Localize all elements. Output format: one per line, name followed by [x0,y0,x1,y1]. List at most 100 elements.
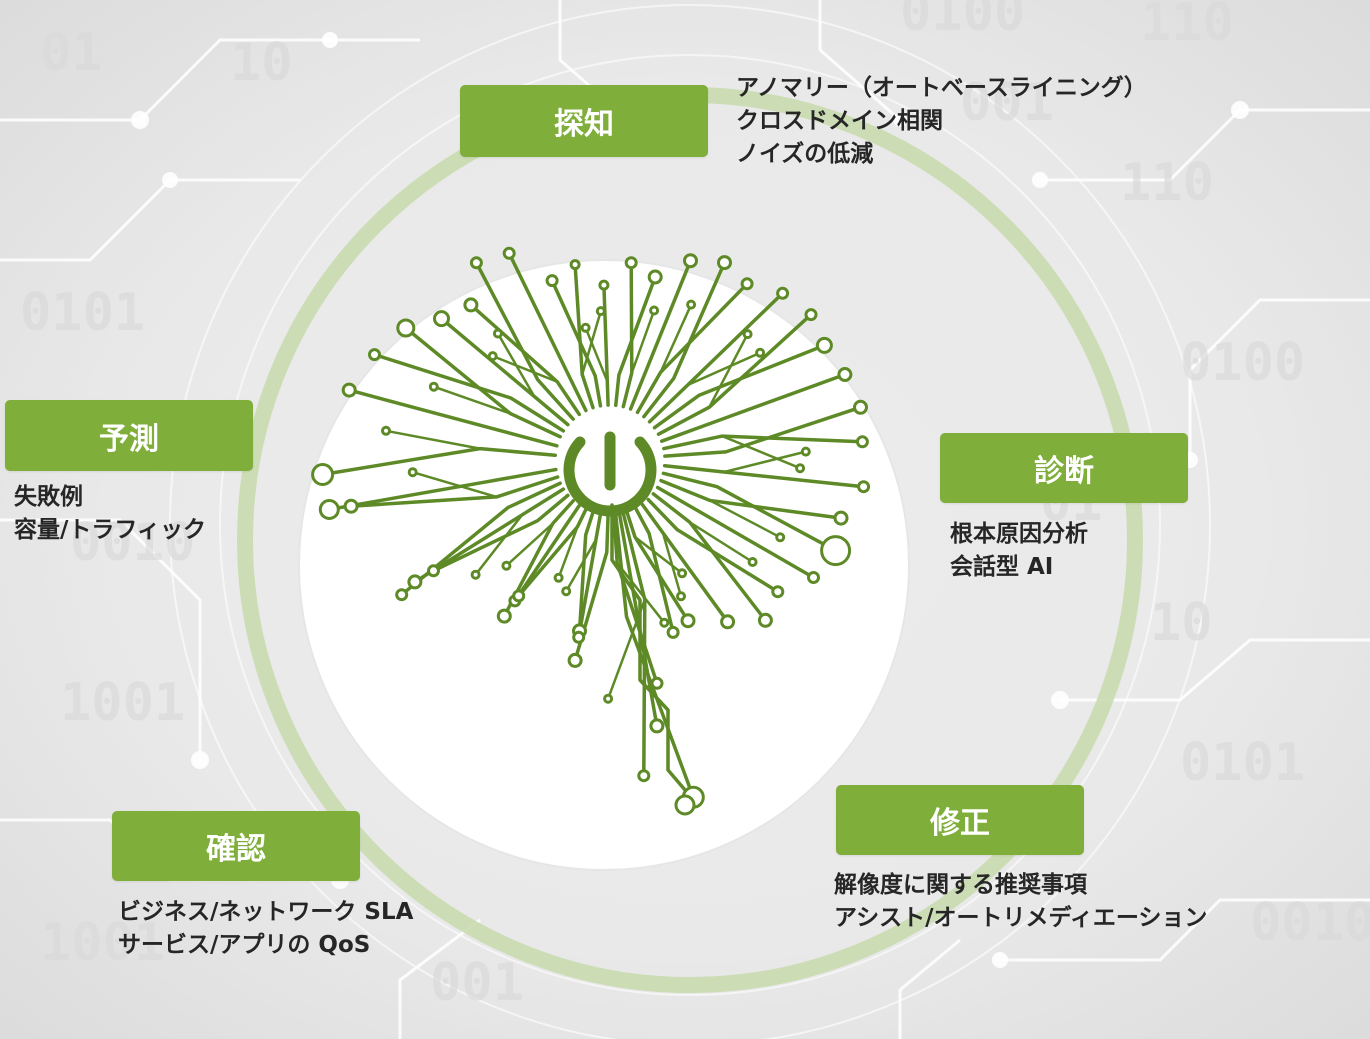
circuit-node [496,608,512,624]
circuit-trace [722,450,808,474]
circuit-node [740,277,754,291]
detect-item: ノイズの低減 [736,141,874,167]
circuit-node [649,305,660,316]
diagnose-item: 根本原因分析 [950,521,1088,547]
circuit-trace [630,309,656,374]
stage-predict-items: 失敗例 容量/トラフィック [14,481,206,547]
circuit-node [800,446,811,457]
circuit-node [603,693,614,704]
circuit-node [720,614,736,630]
stage-predict-label: 予測 [5,400,253,471]
circuit-trace [491,354,559,383]
circuit-node [381,425,391,436]
circuit-trace [621,260,634,409]
circuit-trace [613,512,696,799]
circuit-trace [662,463,866,489]
power-icon [563,431,657,517]
circuit-node [742,329,753,340]
circuit-node [567,652,583,668]
circuit-node [755,347,766,358]
circuit-trace [615,561,666,624]
circuit-node [407,467,418,478]
circuit-node [677,568,688,579]
circuit-node [855,435,869,449]
circuit-trace [602,283,610,407]
circuit-node [343,498,359,514]
circuit-trace [564,538,598,593]
circuit-trace [720,434,802,470]
binary-digits: 0010 [1250,893,1370,953]
circuit-trace [432,385,512,415]
circuit-node [469,256,483,270]
circuit-trace [652,343,827,430]
circuit-trace [577,510,595,633]
detect-item: クロスドメイン相関 [736,108,943,134]
circuit-node [659,617,670,628]
circuit-trace [686,351,762,387]
stage-diagnose-label: 診断 [940,433,1188,503]
detect-item: アノマリー（オートベースライニング） [736,75,1147,101]
binary-digits: 110 [1120,153,1214,213]
circuit-node [492,328,503,339]
predict-item: 失敗例 [14,484,83,510]
circuit-trace [613,275,657,408]
stage-fix-items: 解像度に関する推奨事項 アシスト/オートリメディエーション [834,869,1207,935]
circuit-node [807,571,820,584]
circuit-trace [384,429,482,450]
circuit-node [427,564,440,578]
stage-fix-label: 修正 [836,785,1084,855]
circuit-node [650,676,664,690]
circuit-node [502,246,516,260]
circuit-trace [327,467,558,512]
circuit-node [463,297,479,313]
circuit-node [666,625,680,639]
circuit-node [674,794,696,816]
circuit-node [501,560,512,571]
circuit-node [717,255,732,271]
circuit-node [649,718,665,734]
circuit-trace [646,497,780,594]
circuit-node [820,535,852,567]
binary-digits: 10 [230,33,293,93]
circuit-node [680,613,696,629]
circuit-node [561,586,572,597]
circuit-node [433,310,450,328]
circuit-trace [573,513,610,663]
circuit-trace [708,332,749,409]
predict-item: 容量/トラフィック [14,517,206,543]
circuit-node [647,269,663,285]
circuit-trace [557,525,579,580]
binary-digits: 0100 [1180,333,1305,393]
stage-detect-label: 探知 [460,85,708,157]
circuit-trace [642,260,727,419]
circuit-node [795,463,806,474]
circuit-trace [688,521,754,564]
circuit-node [368,348,381,362]
circuit-node [595,306,606,317]
circuit-node [428,381,439,392]
circuit-node [569,259,581,271]
circuit-node [833,510,849,526]
binary-digits: 001 [960,73,1054,133]
binary-digits: 0010 [70,513,195,573]
circuit-trace [404,326,562,439]
circuit-node [512,589,526,603]
circuit-node [487,351,498,362]
circuit-trace [659,478,843,520]
circuit-trace [659,372,847,443]
stage-verify-label: 確認 [112,811,360,881]
circuit-node [545,274,559,288]
circuit-trace [659,303,693,374]
circuit-trace [505,522,555,567]
circuit-node [395,588,409,602]
circuit-trace [347,388,559,448]
verify-item: サービス/アプリの QoS [118,932,371,958]
diagnose-item: 会話型 AI [950,554,1054,580]
circuit-node [470,569,481,580]
circuit-node [837,367,853,382]
circuit-trace [663,405,863,458]
circuit-node [318,499,340,520]
circuit-trace [633,535,684,575]
stage-verify-items: ビジネス/ネットワーク SLA サービス/アプリの QoS [118,896,413,962]
